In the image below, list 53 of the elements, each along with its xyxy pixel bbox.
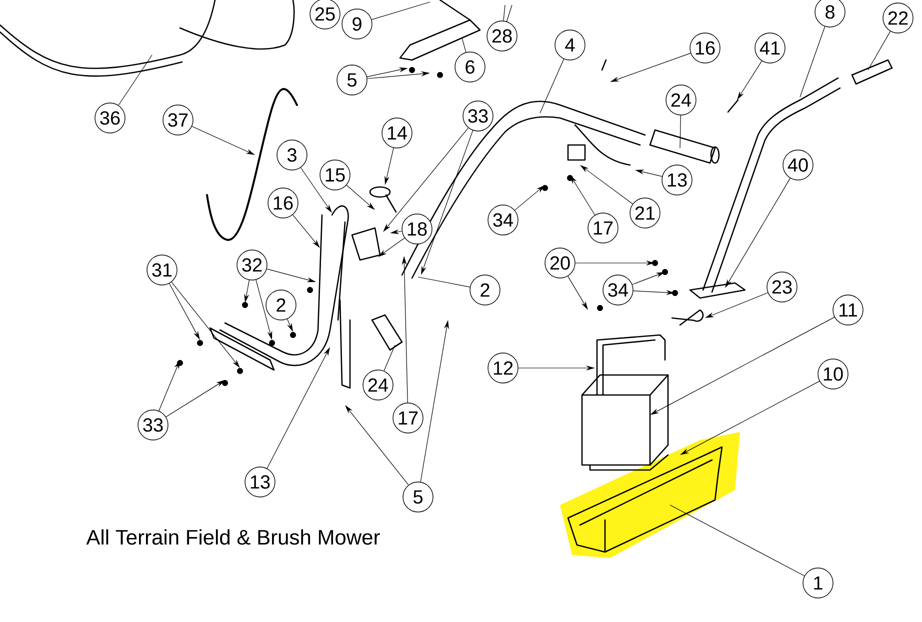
- callout-number: 6: [454, 52, 486, 82]
- leader-line: [670, 504, 805, 576]
- callout-number: 5: [402, 482, 434, 512]
- callout-number: 20: [544, 248, 576, 278]
- callout-number: 16: [268, 188, 298, 218]
- callout-number: 37: [162, 104, 194, 136]
- leader-line: [868, 31, 891, 70]
- callout-number: 9: [342, 8, 372, 40]
- callout-number: 16: [690, 32, 720, 64]
- callout-number: 12: [488, 352, 518, 384]
- callout-number: 3: [276, 140, 308, 170]
- callout-number: 17: [588, 212, 618, 244]
- callout-number: 28: [486, 20, 518, 52]
- callout-number: 36: [94, 102, 126, 134]
- leader-line: [118, 54, 152, 106]
- callout-number: 34: [602, 274, 634, 306]
- callout-number: 5: [336, 64, 368, 96]
- callout-number: 2: [470, 274, 500, 306]
- callout-number: 17: [392, 402, 424, 434]
- callout-number: 23: [766, 272, 798, 302]
- callout-number: 40: [782, 150, 814, 180]
- callout-number: 33: [462, 100, 494, 132]
- callout-number: 32: [236, 250, 268, 280]
- callout-number: 21: [630, 198, 660, 228]
- callout-number: 33: [138, 410, 168, 440]
- callout-number: 34: [488, 204, 518, 236]
- leader-line: [371, 2, 430, 20]
- callout-number: 22: [882, 2, 914, 34]
- callout-number: 41: [754, 32, 786, 64]
- leader-line: [418, 276, 470, 288]
- callout-number: 24: [362, 370, 394, 400]
- leader-line: [462, 38, 466, 52]
- callout-number: 2: [266, 290, 296, 320]
- leader-line: [506, 4, 512, 22]
- callout-number: 8: [814, 0, 846, 28]
- callout-number: 4: [554, 30, 586, 60]
- callout-number: 24: [666, 84, 696, 116]
- callout-number: 13: [244, 466, 276, 498]
- callout-number: 15: [320, 160, 350, 190]
- leader-line: [503, 4, 506, 22]
- callout-number: 1: [802, 568, 834, 598]
- title: All Terrain Field & Brush Mower: [86, 529, 380, 545]
- callout-number: 14: [382, 118, 412, 148]
- callout-number: 13: [662, 164, 692, 196]
- callout-number: 10: [818, 358, 848, 390]
- callout-number: 25: [310, 0, 340, 30]
- callout-number: 31: [146, 254, 178, 286]
- leader-line: [384, 344, 396, 372]
- leader-line: [800, 26, 826, 98]
- callout-number: 11: [832, 294, 864, 326]
- callout-number: 18: [402, 214, 432, 244]
- leader-line: [680, 115, 681, 148]
- leader-line: [540, 58, 564, 114]
